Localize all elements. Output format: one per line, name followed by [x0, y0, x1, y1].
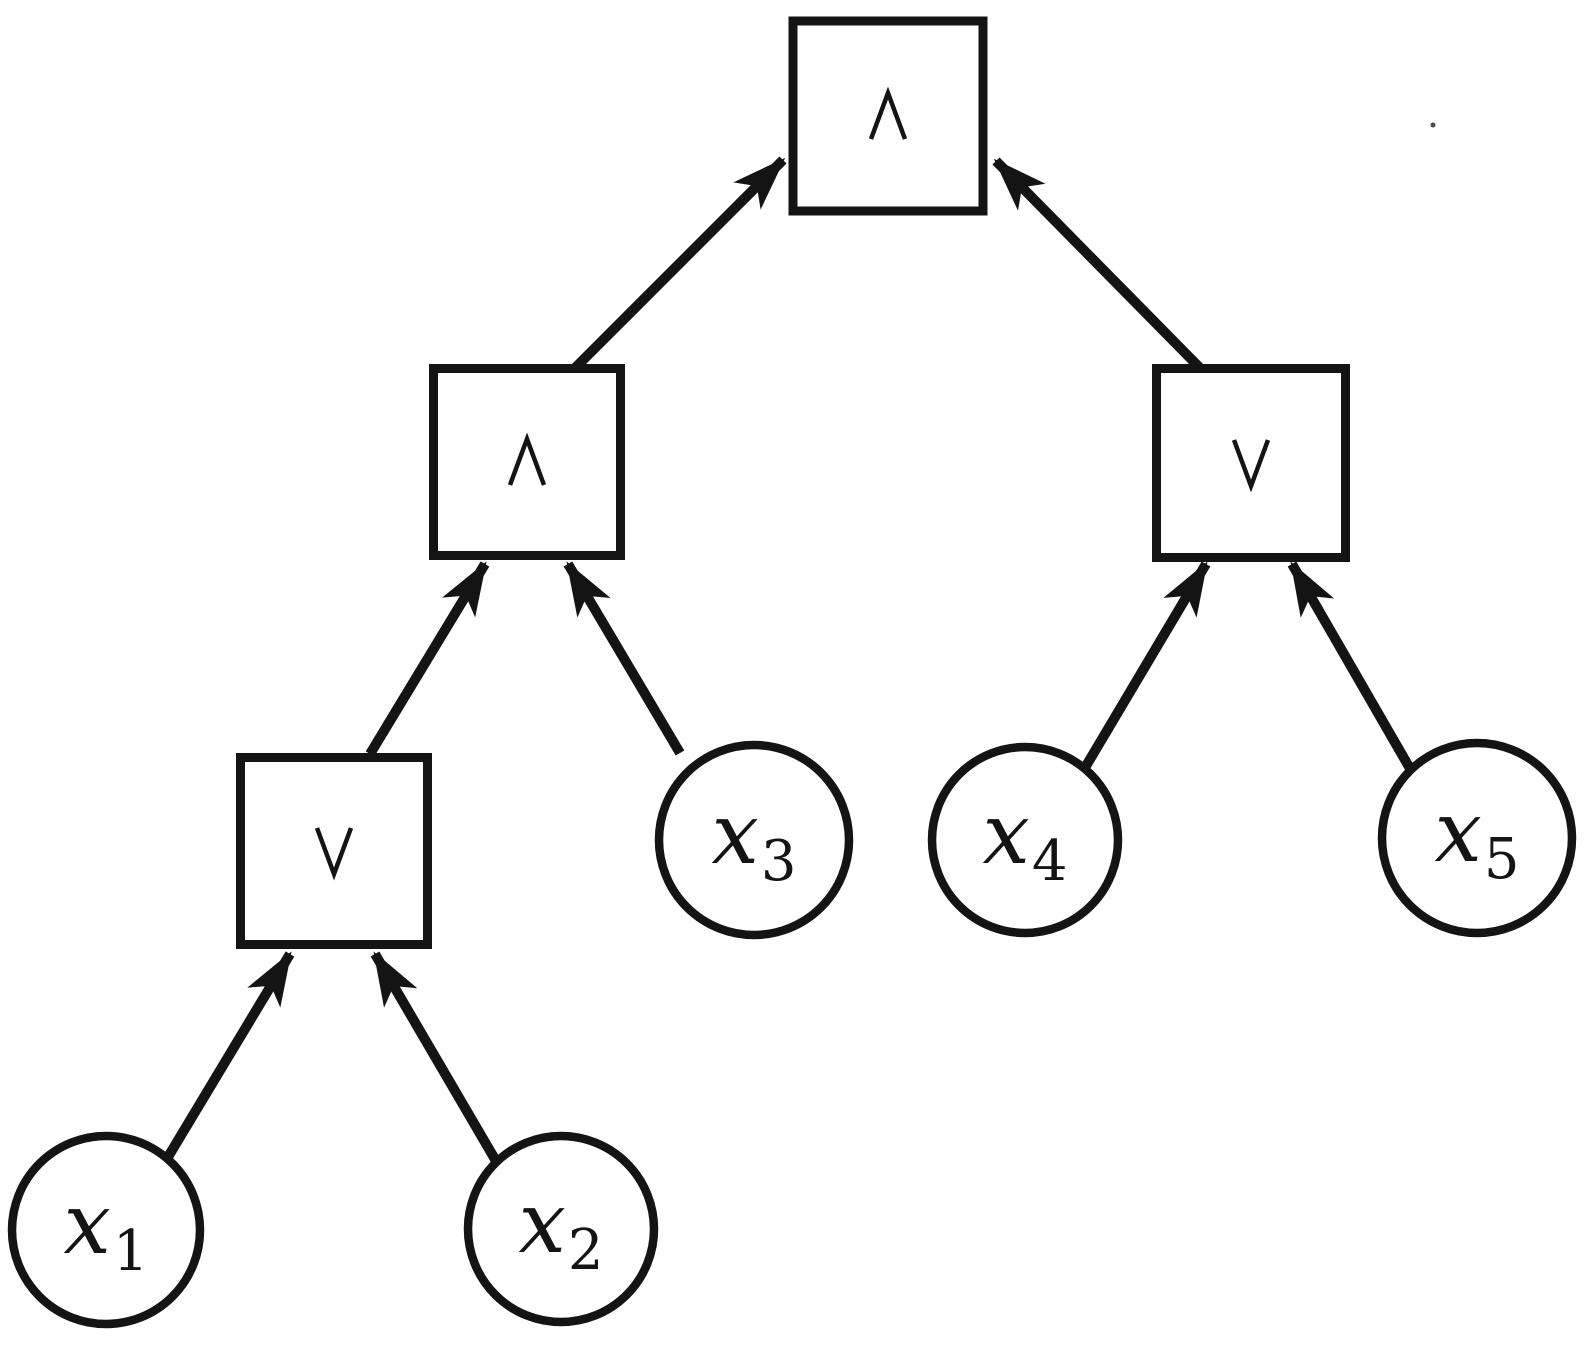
- edge-arrow-x4-to-right-or: [1081, 561, 1211, 769]
- or-symbol-icon: [314, 827, 354, 881]
- variable-base-x5: x: [1434, 783, 1481, 881]
- variable-node-x3: x3: [654, 740, 854, 940]
- variable-label-x2: x2: [518, 1174, 603, 1283]
- edge-arrow-right-or-to-root-and: [992, 157, 1204, 372]
- variable-circle-x5: [1377, 738, 1577, 938]
- variable-label-x3: x3: [711, 785, 796, 894]
- gate-box-right-or: [1152, 364, 1350, 562]
- gate-box-root-and: [788, 16, 988, 216]
- or-symbol-icon: [1231, 439, 1271, 493]
- stray-dot-artifact: [1430, 122, 1436, 128]
- and-symbol-icon: [507, 432, 547, 486]
- variable-subscript-x3: 3: [761, 829, 797, 894]
- variable-label-x1: x1: [63, 1175, 148, 1284]
- edge-arrow-lower-or-to-left-and: [365, 561, 490, 757]
- edge-arrow-x1-to-lower-or: [163, 951, 295, 1160]
- edge-arrow-x5-to-right-or: [1287, 561, 1417, 775]
- variable-subscript-x1: 1: [113, 1219, 149, 1284]
- variable-circle-x3: [654, 740, 854, 940]
- variable-label-x4: x4: [982, 785, 1067, 894]
- edge-arrow-x3-to-left-and: [563, 561, 685, 756]
- gate-node-lower-or: [236, 753, 432, 949]
- variable-node-x2: x2: [463, 1131, 659, 1327]
- variable-subscript-x4: 4: [1032, 829, 1068, 894]
- variable-node-x5: x5: [1377, 738, 1577, 938]
- variable-circle-x4: [927, 742, 1123, 938]
- gate-box-left-and: [429, 364, 625, 560]
- variable-node-x4: x4: [927, 742, 1123, 938]
- variable-node-x1: x1: [7, 1131, 205, 1329]
- gate-node-root-and: [788, 16, 988, 216]
- gate-box-lower-or: [236, 753, 432, 949]
- gate-node-left-and: [429, 364, 625, 560]
- variable-label-x5: x5: [1434, 783, 1519, 892]
- gate-node-right-or: [1152, 364, 1350, 562]
- and-symbol-icon: [868, 86, 908, 140]
- variable-base-x2: x: [518, 1174, 565, 1272]
- edge-arrow-left-and-to-root-and: [571, 156, 787, 372]
- variable-base-x1: x: [63, 1175, 110, 1273]
- variable-base-x3: x: [711, 785, 758, 883]
- variable-circle-x2: [463, 1131, 659, 1327]
- variable-subscript-x5: 5: [1484, 827, 1520, 892]
- edge-arrow-x2-to-lower-or: [370, 951, 501, 1164]
- variable-base-x4: x: [982, 785, 1029, 883]
- variable-subscript-x2: 2: [568, 1218, 604, 1283]
- variable-circle-x1: [7, 1131, 205, 1329]
